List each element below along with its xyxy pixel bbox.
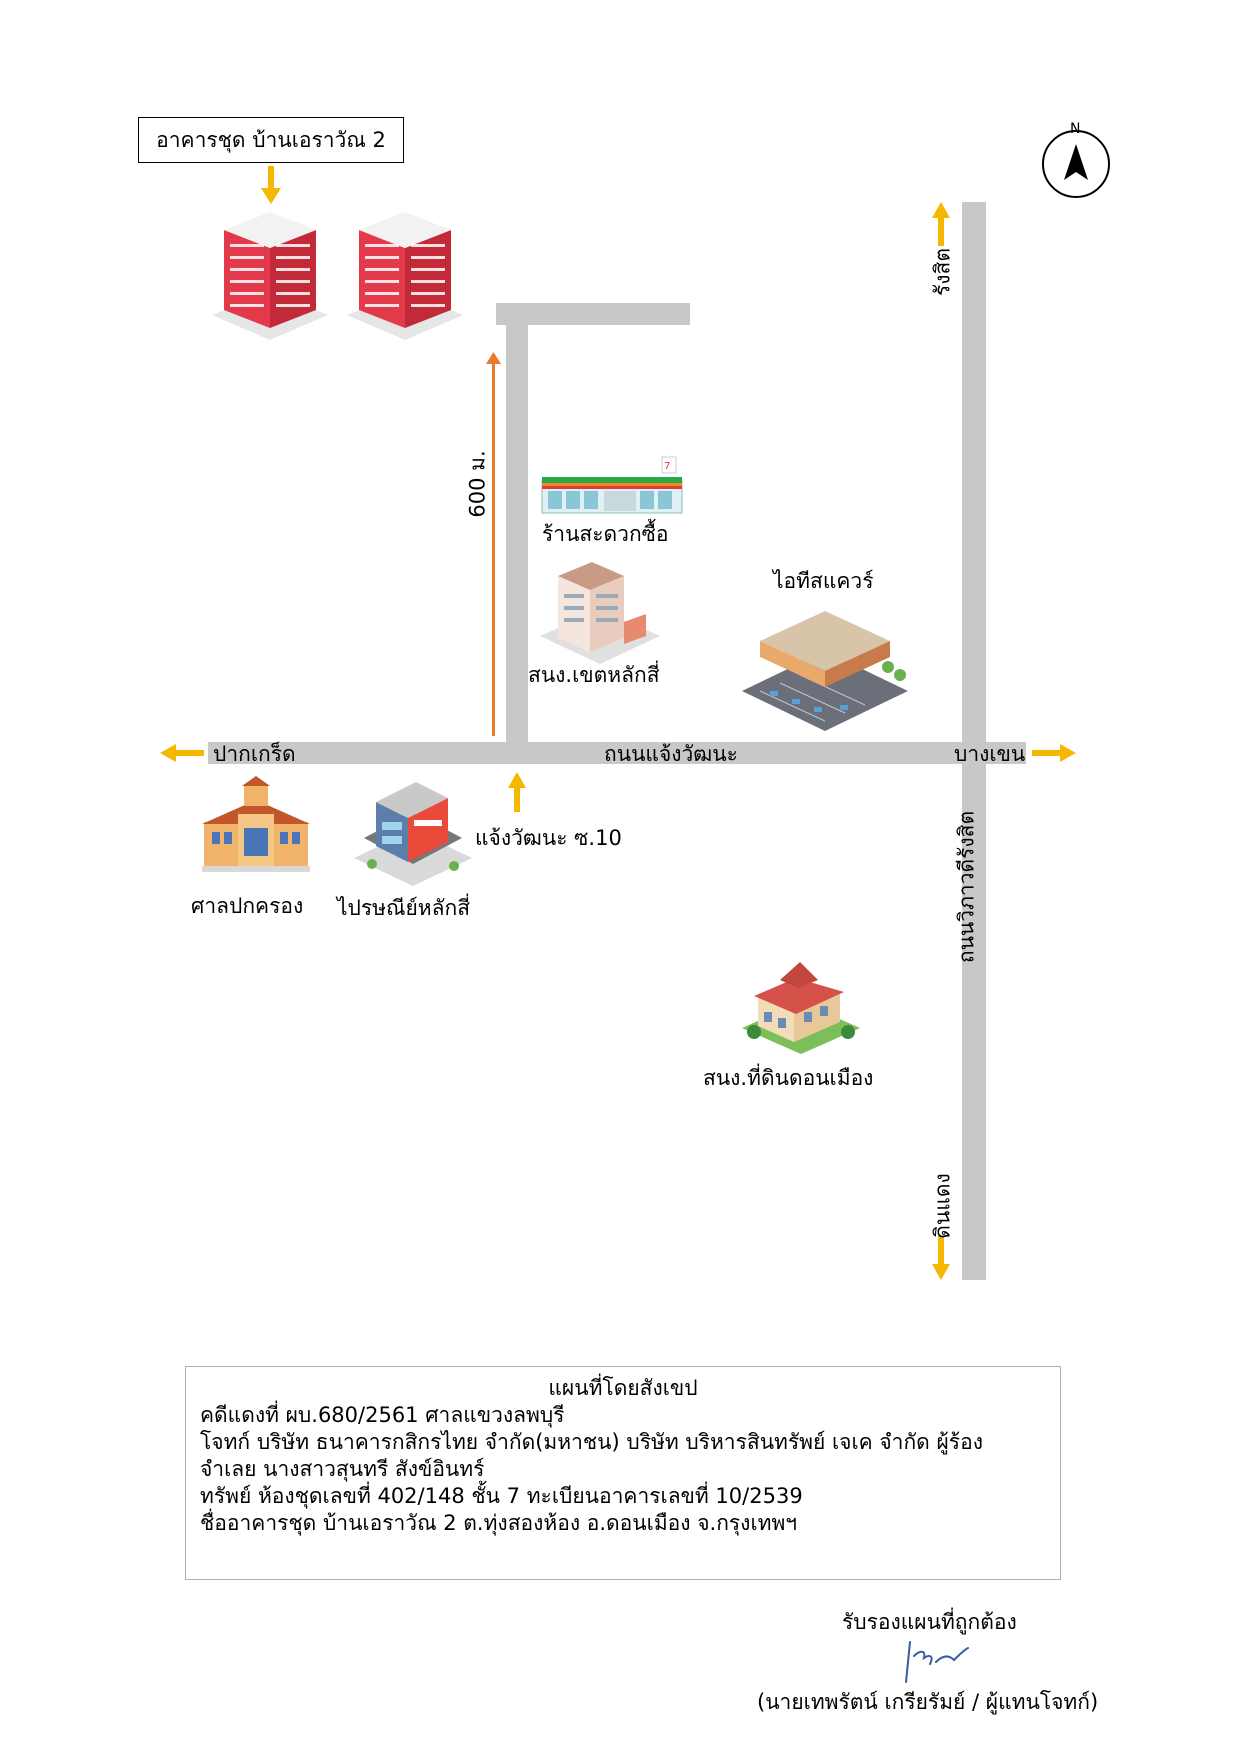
post-office-icon (354, 782, 472, 886)
post-office-label: ไปรษณีย์หลักสี่ (337, 896, 471, 920)
east-direction-label: บางเขน (954, 742, 1026, 766)
info-line: ทรัพย์ ห้องชุดเลขที่ 402/148 ชั้น 7 ทะเบ… (200, 1484, 803, 1508)
info-heading: แผนที่โดยสังเขป (548, 1376, 698, 1400)
it-square-label: ไอทีสแควร์ (773, 569, 874, 593)
condo-building-icon (212, 212, 328, 340)
vibhavadi-road-label: ถนนวิภาวดีรังสิต (954, 810, 979, 964)
soi-entry-arrow-icon (508, 772, 526, 812)
info-box: แผนที่โดยสังเขป คดีแดงที่ ผบ.680/2561 ศา… (185, 1366, 1061, 1580)
info-line: โจทก์ บริษัท ธนาคารกสิกรไทย จำกัด(มหาชน)… (200, 1430, 983, 1454)
south-direction-label: ดินแดง (930, 1173, 955, 1239)
north-compass-icon (1042, 130, 1110, 198)
certification-label: รับรองแผนที่ถูกต้อง (842, 1610, 1017, 1634)
convenience-store-icon: 7 (541, 456, 683, 514)
info-line: คดีแดงที่ ผบ.680/2561 ศาลแขวงลพบุรี (200, 1403, 565, 1427)
distance-label: 600 ม. (465, 450, 490, 518)
north-direction-label: รังสิต (930, 248, 955, 296)
court-building-icon (202, 776, 310, 872)
down-arrow-icon (261, 166, 281, 204)
court-label: ศาลปกครอง (191, 894, 304, 918)
main-road-label: ถนนแจ้งวัฒนะ (604, 742, 738, 766)
south-arrow-icon (932, 1236, 950, 1280)
main-road (208, 742, 1026, 764)
route-arrow-icon (486, 352, 501, 736)
east-arrow-icon (1032, 744, 1076, 762)
shopping-mall-icon (742, 611, 908, 731)
north-arrow-icon (932, 202, 950, 246)
soi-top-road (496, 303, 690, 325)
condo-building-icon (347, 212, 463, 340)
office-building-icon (540, 562, 660, 664)
land-office-donmueang-label: สนง.ที่ดินดอนเมือง (703, 1066, 874, 1090)
convenience-store-label: ร้านสะดวกซื้อ (542, 522, 669, 546)
laksi-district-office-label: สนง.เขตหลักสี่ (528, 663, 660, 687)
vibhavadi-road (962, 202, 986, 1280)
info-line: จำเลย นางสาวสุนทรี สังข์อินทร์ (200, 1457, 485, 1481)
soi-label: แจ้งวัฒนะ ซ.10 (475, 826, 622, 850)
property-title: อาคารชุด บ้านเอราวัณ 2 (156, 127, 386, 152)
svg-text:7: 7 (664, 461, 670, 472)
signature-mark (905, 1641, 969, 1683)
soi-road (506, 303, 528, 748)
north-label: N (1070, 121, 1081, 137)
west-direction-label: ปากเกร็ด (213, 742, 296, 766)
info-line: ชื่ออาคารชุด บ้านเอราวัณ 2 ต.ทุ่งสองห้อง… (200, 1511, 798, 1535)
west-arrow-icon (160, 744, 204, 762)
property-title-box: อาคารชุด บ้านเอราวัณ 2 (138, 117, 404, 163)
land-office-icon (742, 962, 860, 1054)
signer-label: (นายเทพรัตน์ เกรียรัมย์ / ผู้แทนโจทก์) (757, 1690, 1099, 1714)
